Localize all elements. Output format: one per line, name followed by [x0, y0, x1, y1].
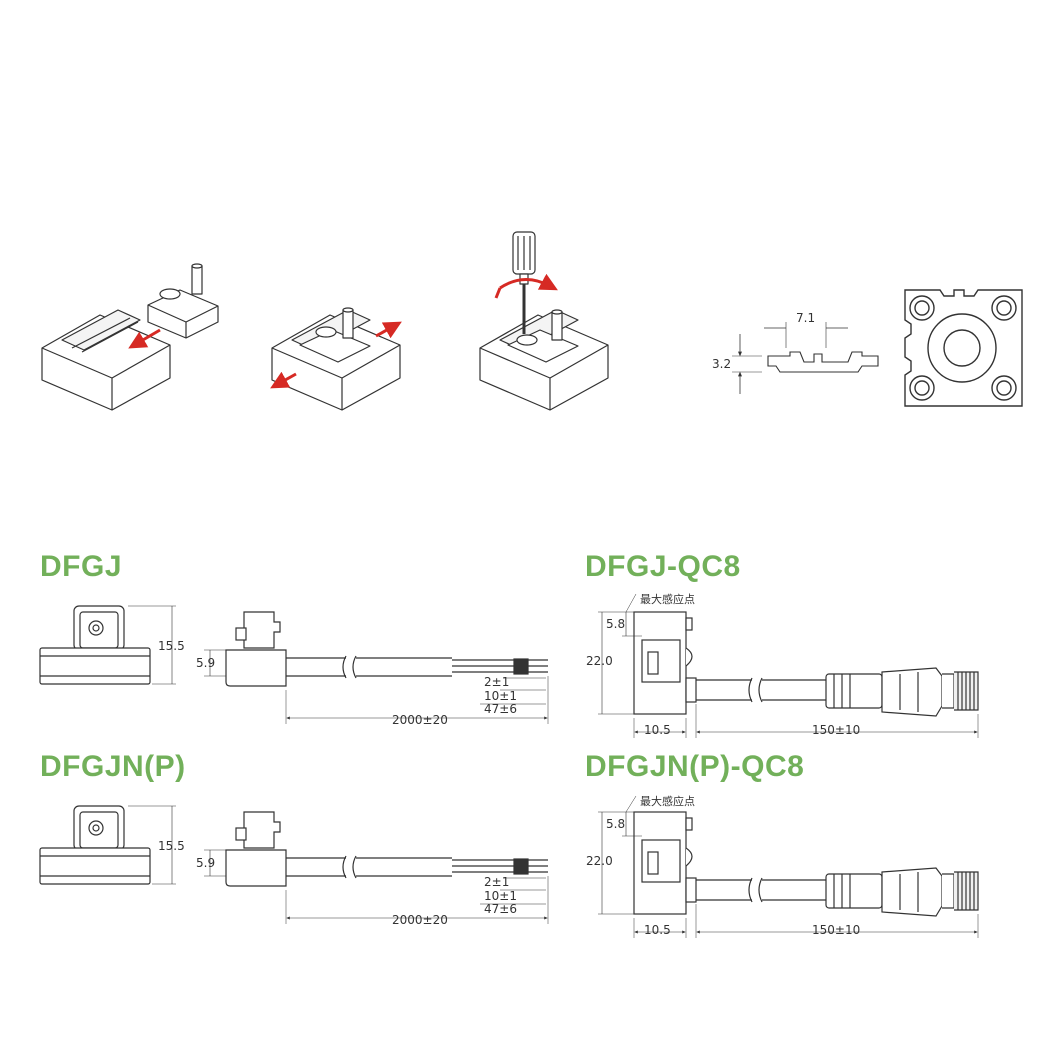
install-step-1 [41, 263, 219, 411]
dfgj-lead-3: 47±6 [484, 702, 517, 716]
dfgj-qc8-cable-length: 150±10 [812, 723, 860, 737]
dfgjn-qc8-sensing-offset: 5.8 [606, 817, 625, 831]
dfgjn-qc8-sensing-point-label: 最大感应点 [640, 794, 695, 808]
dfgjn-front-view [39, 805, 176, 885]
dfgjn-qc8-cable-length: 150±10 [812, 923, 860, 937]
dfgj-qc8-height: 22.0 [586, 654, 613, 668]
slot-profile-drawing [732, 322, 879, 394]
dfgjn-qc8-height: 22.0 [586, 854, 613, 868]
dfgj-qc8-sensing-point-label: 最大感应点 [640, 592, 695, 606]
dfgj-qc8-sensing-offset: 5.8 [606, 617, 625, 631]
dfgjn-qc8-title: DFGJN(P)-QC8 [585, 750, 805, 783]
cylinder-end-view [904, 289, 1023, 407]
dfgj-cable-length: 2000±20 [392, 713, 448, 727]
dfgjn-lead-3: 47±6 [484, 902, 517, 916]
dfgjn-lead-2: 10±1 [484, 889, 517, 903]
dfgj-lead-1: 2±1 [484, 675, 509, 689]
dfgj-side-view [204, 611, 549, 724]
dfgj-front-view [39, 605, 176, 685]
dfgjn-qc8-width: 10.5 [644, 923, 671, 937]
dfgj-lead-2: 10±1 [484, 689, 517, 703]
dfgj-qc8-title: DFGJ-QC8 [585, 550, 741, 583]
dfgjn-title: DFGJN(P) [40, 750, 186, 783]
dfgjn-height-body: 5.9 [196, 856, 215, 870]
dfgjn-side-view [204, 811, 549, 924]
install-step-2 [270, 307, 402, 411]
dfgjn-height-total: 15.5 [158, 839, 185, 853]
slot-depth-label: 3.2 [712, 357, 731, 371]
dfgjn-lead-1: 2±1 [484, 875, 509, 889]
dfgjn-cable-length: 2000±20 [392, 913, 448, 927]
dfgj-qc8-drawing [598, 593, 979, 738]
dfgjn-qc8-drawing [598, 795, 979, 938]
slot-width-label: 7.1 [796, 311, 815, 325]
dfgj-title: DFGJ [40, 550, 123, 583]
dfgj-height-total: 15.5 [158, 639, 185, 653]
dfgj-qc8-width: 10.5 [644, 723, 671, 737]
dfgj-height-body: 5.9 [196, 656, 215, 670]
install-step-3 [479, 231, 609, 411]
